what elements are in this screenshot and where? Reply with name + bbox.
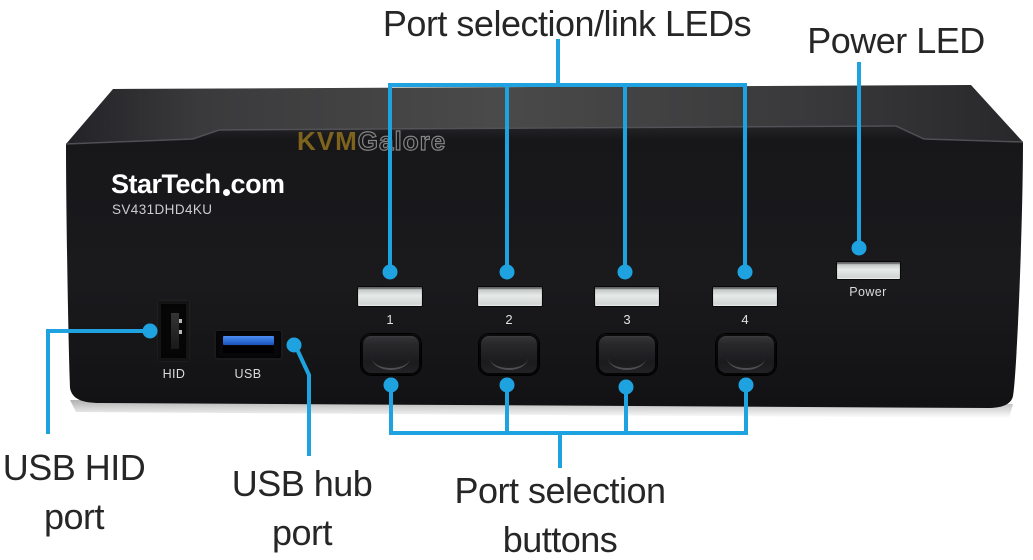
port-1-select-button: [361, 334, 421, 375]
port-2-link-led: [478, 287, 542, 306]
label-power-led: Power LED: [807, 20, 985, 61]
label-usb-hid-line1: USB HID: [2, 447, 146, 488]
usb-port-label: USB: [234, 367, 262, 381]
watermark-kvm-text: KVM: [297, 126, 358, 156]
label-usb-hub-port: USB hub port: [222, 459, 382, 557]
startech-logo: StarTech com: [111, 169, 285, 200]
port-3-number: 3: [623, 312, 631, 327]
button-highlight: [727, 358, 765, 370]
label-port-selection-buttons: Port selection buttons: [428, 466, 692, 560]
port-4-link-led: [713, 287, 777, 306]
label-usb-hub-line1: USB hub: [231, 463, 373, 504]
model-number: SV431DHD4KU: [112, 202, 213, 217]
port-4-select-button: [716, 334, 776, 375]
logo-suffix-text: com: [230, 169, 286, 199]
port-4-number: 4: [741, 312, 749, 327]
power-led: [837, 262, 900, 279]
button-highlight: [608, 358, 646, 370]
port-1-number: 1: [386, 312, 394, 327]
watermark-galore-text: Galore: [357, 125, 447, 156]
power-led-label: Power: [849, 285, 887, 299]
port-2-number: 2: [505, 312, 513, 327]
usb-hid-contact: [179, 330, 182, 334]
usb-hid-contact: [179, 319, 182, 323]
kvmgalore-watermark: KVMGalore: [297, 125, 447, 157]
port-3-select-button: [597, 334, 657, 375]
port-2-select-button: [479, 334, 539, 375]
label-usb-hid-line2: port: [43, 496, 105, 537]
logo-dot-icon: [222, 189, 230, 196]
button-highlight: [372, 358, 410, 370]
usb-hub-port: [216, 331, 281, 358]
usb3-blue-tongue: [223, 336, 274, 345]
logo-brand-text: StarTech: [111, 169, 221, 199]
port-3-link-led: [595, 287, 659, 306]
label-usb-hub-line2: port: [271, 512, 333, 553]
button-highlight: [490, 358, 528, 370]
usb-hid-port: [158, 301, 189, 361]
hid-port-label: HID: [162, 367, 186, 381]
label-usb-hid-port: USB HID port: [0, 443, 148, 541]
port-1-link-led: [358, 287, 422, 306]
label-port-selection-link-leds: Port selection/link LEDs: [382, 3, 752, 44]
usb-port-slot: [223, 346, 274, 353]
label-buttons-line2: buttons: [502, 519, 618, 560]
usb-hid-tongue: [171, 313, 179, 349]
label-buttons-line1: Port selection: [454, 470, 666, 511]
